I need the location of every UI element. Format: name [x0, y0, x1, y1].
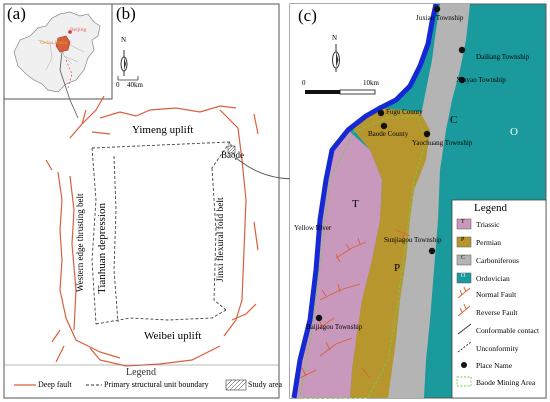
sunjiagou-dot	[428, 247, 436, 255]
ordos-label: Ordos Basin	[40, 40, 68, 46]
label-yellow-river: Yellow River	[294, 224, 332, 232]
deep-faults	[45, 95, 259, 367]
legend-c-box	[451, 199, 547, 399]
label-dailiang: Dailiang Township	[476, 53, 530, 61]
baijiagou-dot	[315, 314, 323, 322]
label-fugu: Fugu County	[386, 108, 423, 116]
legend-label-reverse-fault: Reverse Fault	[476, 308, 518, 317]
inset-leader-line	[59, 51, 79, 119]
legend-ordovician-swatch	[456, 272, 472, 284]
yaochuang-dot	[423, 130, 431, 138]
scale-bar-c	[305, 89, 376, 95]
faults-c	[299, 229, 411, 379]
province-lines	[37, 39, 85, 71]
fugu-dot	[377, 109, 385, 117]
legend-label-triassic: Triassic	[476, 220, 500, 229]
region-yimeng: Yimeng uplift	[132, 124, 194, 136]
legend-carboniferous-swatch	[456, 254, 472, 266]
legend-label-permian: Permian	[476, 238, 501, 247]
baode-dot	[380, 122, 388, 130]
region-tianhuan: Tianhuan depression	[96, 203, 108, 294]
north-label-c: N	[332, 34, 338, 42]
west-land	[290, 4, 436, 398]
legend-label-mining: Baode Mining Area	[476, 378, 536, 387]
scale-c-zero: 0	[302, 79, 306, 87]
dailiang-dot	[458, 46, 466, 54]
legend-label-place: Place Name	[476, 361, 513, 370]
label-juxian: Juxian Township	[416, 14, 464, 22]
unit-t: T	[352, 198, 359, 210]
legend-b-deep-fault: Deep fault	[38, 380, 72, 389]
inset-dashed-line	[65, 59, 73, 89]
legend-triassic-swatch	[456, 218, 472, 230]
north-arrow-b	[120, 50, 128, 76]
north-label-b: N	[121, 36, 127, 44]
place-dots	[315, 5, 466, 322]
legend-key-p: P	[461, 237, 465, 243]
north-arrow-c	[332, 44, 340, 72]
unit-p: P	[394, 262, 401, 274]
legend-normal-fault-symbol	[457, 286, 471, 299]
legend-label-ordovician: Ordovician	[476, 274, 510, 283]
legend-unconformity-symbol	[457, 341, 472, 353]
scale-bar-b	[117, 76, 139, 81]
permian-area	[350, 108, 430, 398]
legend-mining-symbol	[456, 376, 472, 387]
legend-conformable-symbol	[457, 323, 472, 335]
region-jinxi: Jinxi flexural fold belt	[216, 197, 226, 282]
triassic-area	[294, 130, 382, 398]
beijing-marker	[68, 30, 72, 34]
label-sunjiagou: Sunjiagou Township	[384, 236, 442, 244]
legend-label-unconformity: Unconformity	[476, 344, 519, 353]
label-xinyao: Xinyao Township	[456, 76, 506, 84]
legend-b-boundary: Primary structural unit boundary	[104, 380, 209, 389]
legend-key-c: C	[461, 255, 466, 261]
left-panel-frame	[3, 3, 280, 399]
ordos-basin-area	[55, 35, 71, 53]
scale-b-zero: 0	[116, 81, 120, 89]
panel-a-label: (a)	[7, 4, 26, 23]
label-baode: Baode County	[368, 130, 409, 138]
region-western: Western edge thrusting belt	[75, 193, 85, 293]
legend-label-conformable: Conformable contact	[476, 326, 540, 335]
scale-c-end: 10km	[363, 79, 379, 87]
mining-area-boundary	[299, 115, 427, 399]
scale-b-end: 40km	[127, 81, 143, 89]
panel-c-label: (c)	[298, 6, 317, 25]
panel-b-label: (b)	[116, 4, 136, 23]
legend-b-title: Legend	[126, 367, 156, 378]
legend-key-o: O	[461, 273, 466, 279]
legend-c-title: Legend	[474, 202, 507, 214]
label-baijiagou: Baijiagou Township	[306, 323, 363, 331]
label-yaochuang: Yaochuang Township	[412, 139, 473, 147]
juxian-dot	[433, 5, 441, 13]
region-weibei: Weibei uplift	[144, 330, 202, 342]
yellow-river	[291, 3, 439, 399]
beijing-label: Beijing	[70, 27, 87, 33]
inset-a-frame	[3, 3, 113, 100]
legend-label-normal-fault: Normal Fault	[476, 290, 517, 299]
legend-permian-swatch	[456, 236, 472, 248]
legend-b-study-area: Study area	[248, 380, 282, 389]
xinyao-dot	[458, 76, 466, 84]
legend-reverse-fault-symbol	[457, 303, 471, 317]
region-baode: Baode	[221, 150, 244, 160]
legend-key-t: T	[461, 219, 465, 225]
unit-o: O	[510, 126, 518, 138]
unit-c: C	[450, 114, 458, 126]
legend-place-symbol	[461, 362, 467, 368]
structural-boundaries	[91, 141, 237, 325]
china-map-outline	[13, 11, 101, 93]
legend-label-carboniferous: Carboniferous	[476, 256, 519, 265]
